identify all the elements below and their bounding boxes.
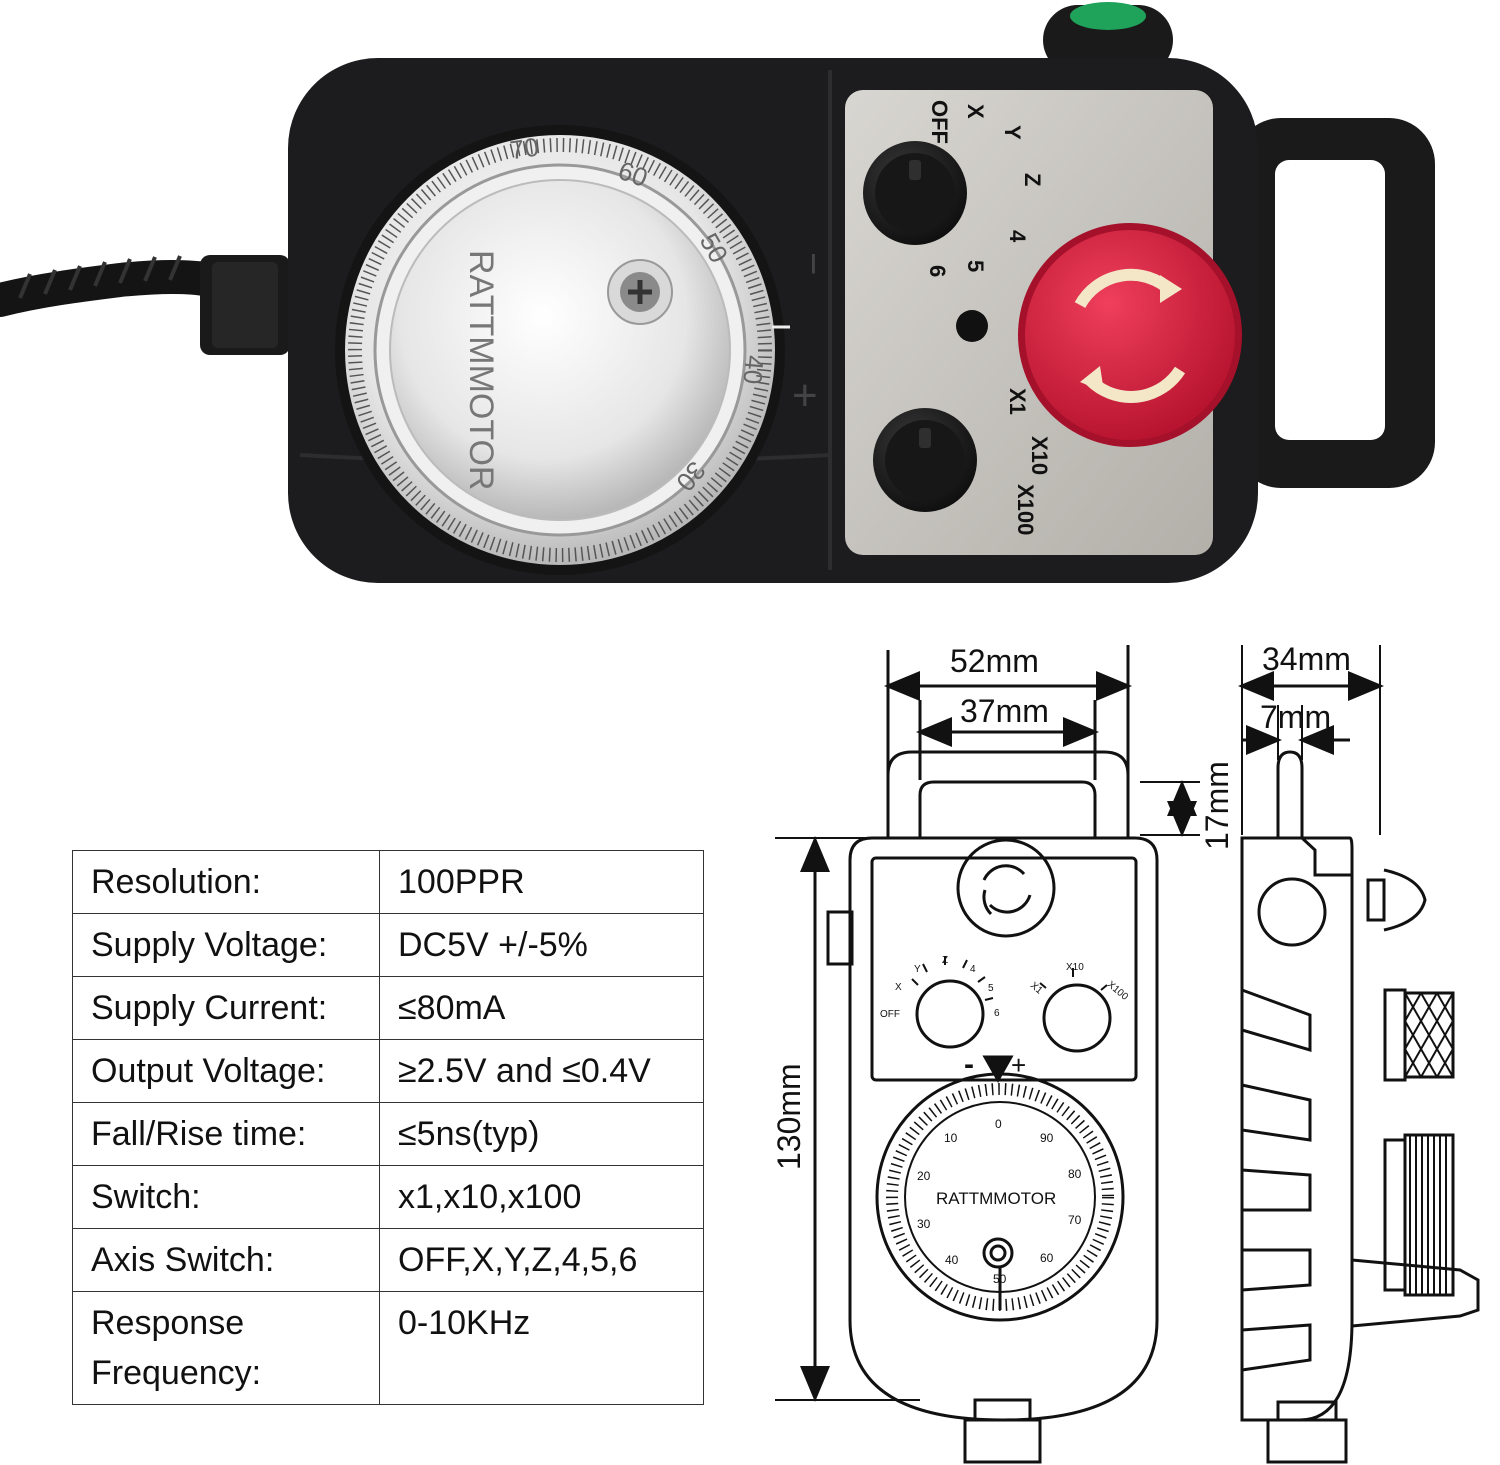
dim-7mm-label: 7mm (1260, 699, 1331, 735)
drawing-axis-x: X (895, 982, 902, 993)
spec-label: Supply Current: (72, 976, 380, 1040)
table-row: Resolution: 100PPR (72, 850, 704, 914)
axis-label-z: Z (1020, 173, 1045, 186)
dim-130mm-label: 130mm (771, 1063, 807, 1170)
table-row: Axis Switch: OFF,X,Y,Z,4,5,6 (72, 1228, 704, 1292)
axis-label-5: 5 (963, 260, 988, 272)
axis-label-y: Y (1000, 125, 1025, 140)
side-view (1240, 750, 1480, 1464)
spec-value: OFF,X,Y,Z,4,5,6 (379, 1228, 704, 1292)
axis-label-6: 6 (925, 265, 950, 277)
handle (1235, 118, 1435, 488)
spec-label: Resolution: (72, 850, 380, 914)
status-led (956, 310, 988, 342)
multiplier-label-x10: X10 (1027, 436, 1052, 475)
spec-value: x1,x10,x100 (379, 1165, 704, 1229)
axis-label-x: X (963, 104, 988, 119)
drawing-axis-4: 4 (970, 964, 976, 975)
drawing-axis-5: 5 (988, 983, 994, 994)
coiled-cable (0, 255, 227, 317)
spec-label: Switch: (72, 1165, 380, 1229)
dial-sign-minus: − (791, 252, 835, 275)
drawing-sign-minus: - (964, 1048, 974, 1081)
spec-value: ≤5ns(typ) (379, 1102, 704, 1166)
drawing-axis-z: Z (942, 955, 948, 966)
spec-label: Output Voltage: (72, 1039, 380, 1103)
emergency-stop-button[interactable] (1018, 223, 1242, 447)
drawing-mult-x10: X10 (1066, 962, 1084, 973)
product-photo: 70 60 50 40 30 RATTMMOTOR − + OFF X Y Z … (0, 2, 1435, 583)
drawing-mult-x1: X1 (1028, 980, 1045, 997)
multiplier-selector-knob[interactable] (873, 408, 977, 512)
drawing-dial-70: 70 (1068, 1213, 1082, 1227)
drawing-dial-90: 90 (1040, 1131, 1054, 1145)
drawing-dial-10: 10 (944, 1131, 958, 1145)
front-view (826, 750, 1159, 1464)
drawing-dial-brand: RATTMMOTOR (936, 1189, 1056, 1208)
drawing-axis-y: Y (914, 964, 921, 975)
table-row: Fall/Rise time: ≤5ns(typ) (72, 1102, 704, 1166)
spec-label: Axis Switch: (72, 1228, 380, 1292)
dial-number-40: 40 (737, 354, 769, 385)
spec-value: 0-10KHz (379, 1291, 704, 1405)
dim-52mm-label: 52mm (950, 643, 1039, 679)
drawing-dial-60: 60 (1040, 1251, 1054, 1265)
drawing-axis-6: 6 (994, 1008, 1000, 1019)
table-row: Supply Voltage: DC5V +/-5% (72, 913, 704, 977)
dim-17mm-label: 17mm (1199, 761, 1235, 850)
dial-brand: RATTMMOTOR (462, 250, 500, 491)
spec-label: Supply Voltage: (72, 913, 380, 977)
spec-label: Response Frequency: (72, 1291, 380, 1405)
drawing-sign-plus: + (1011, 1050, 1026, 1080)
multiplier-label-x100: X100 (1013, 484, 1038, 535)
table-row: Switch: x1,x10,x100 (72, 1165, 704, 1229)
drawing-dial-30: 30 (917, 1217, 931, 1231)
drawing-dial-40: 40 (945, 1253, 959, 1267)
spec-value: 100PPR (379, 850, 704, 914)
drawing-dial-50: 50 (993, 1272, 1007, 1286)
drawing-dial-20: 20 (917, 1169, 931, 1183)
spec-value: DC5V +/-5% (379, 913, 704, 977)
dial-number-70: 70 (508, 132, 541, 166)
table-row: Supply Current: ≤80mA (72, 976, 704, 1040)
axis-selector-knob[interactable] (863, 141, 967, 245)
multiplier-label-x1: X1 (1005, 388, 1030, 415)
spec-label: Fall/Rise time: (72, 1102, 380, 1166)
dim-37mm-label: 37mm (960, 693, 1049, 729)
drawing-dial-80: 80 (1068, 1167, 1082, 1181)
multiplier-labels: X1 X10 X100 (1005, 388, 1052, 535)
axis-selector-labels: OFF X Y Z 4 5 6 (925, 100, 1045, 277)
dial-screw (607, 259, 673, 325)
spec-table: Resolution: 100PPR Supply Voltage: DC5V … (72, 850, 704, 1405)
axis-label-off: OFF (927, 100, 952, 144)
spec-value: ≤80mA (379, 976, 704, 1040)
dim-34mm-label: 34mm (1262, 641, 1351, 677)
handwheel-dial[interactable]: 70 60 50 40 30 RATTMMOTOR (335, 125, 785, 575)
table-row: Response Frequency: 0-10KHz (72, 1291, 704, 1405)
drawing-mult-x100: X100 (1105, 979, 1130, 1003)
drawing-dial-0: 0 (995, 1117, 1002, 1131)
table-row: Output Voltage: ≥2.5V and ≤0.4V (72, 1039, 704, 1103)
spec-value: ≥2.5V and ≤0.4V (379, 1039, 704, 1103)
dial-sign-plus: + (792, 371, 818, 420)
axis-label-4: 4 (1005, 230, 1030, 243)
drawing-axis-off: OFF (880, 1009, 900, 1020)
green-button[interactable] (1043, 2, 1173, 75)
